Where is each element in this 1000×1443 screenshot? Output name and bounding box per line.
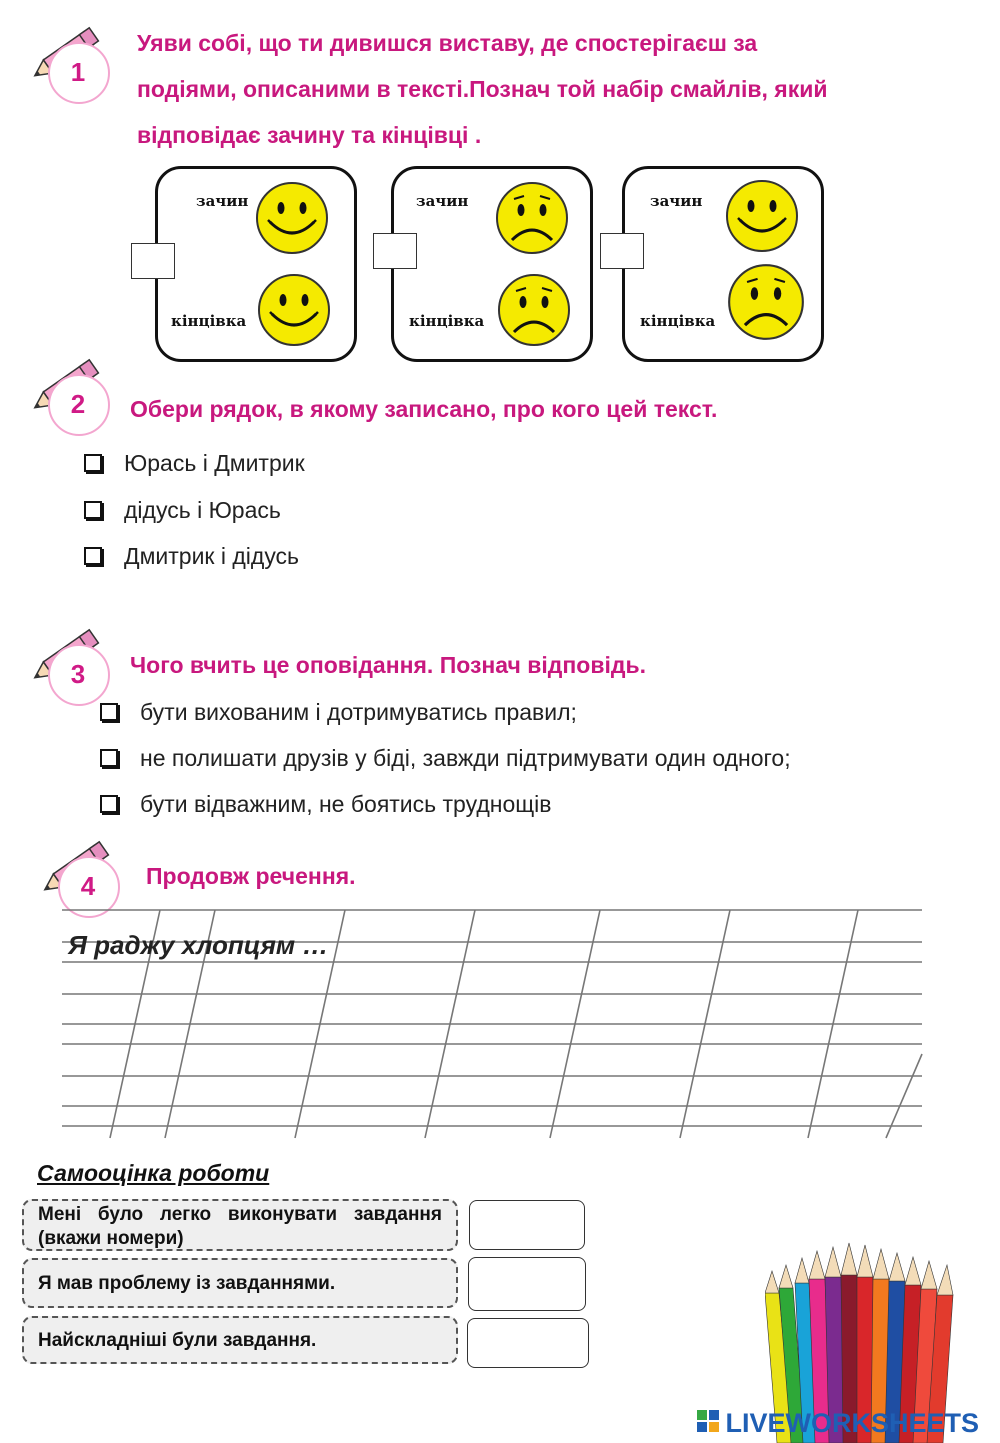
brand-logo-icon [697,1409,719,1432]
question-1-line-3: відповідає зачину та кінцівці . [137,122,482,148]
option-item[interactable]: Юрась і Дмитрик [84,448,305,478]
question-1-line-2: подіями, описаними в тексті.Познач той н… [137,76,828,102]
question-2-title: Обери рядок, в якому записано, про кого … [130,396,718,422]
sad-face-icon [496,182,568,254]
question-number: 1 [70,57,86,87]
answer-checkbox-3[interactable] [600,233,644,269]
checkbox-icon[interactable] [100,794,118,813]
start-label: зачин [416,192,469,210]
writing-lines[interactable] [60,904,930,1144]
checkbox-icon[interactable] [100,702,118,721]
self-assessment-input[interactable] [468,1257,586,1311]
happy-face-icon [256,182,328,254]
question-2-badge: 2 [26,358,110,436]
happy-face-icon [726,180,798,252]
start-label: зачин [650,192,703,210]
colored-pencils-image [765,1242,954,1443]
self-assessment-title: Самооцінка роботи [37,1160,270,1186]
end-label: кінцівка [640,312,716,330]
answer-checkbox-2[interactable] [373,233,417,269]
sad-face-icon [498,274,570,346]
end-label: кінцівка [171,312,247,330]
option-item[interactable]: бути відважним, не боятись труднощів [100,789,552,819]
option-item[interactable]: не полишати друзів у біді, завжди підтри… [100,743,791,773]
answer-checkbox-1[interactable] [131,243,175,279]
question-1-badge: 1 [26,26,110,104]
brand-logo-text: LIVEWORKSHEETS [725,1408,979,1438]
question-1-line-1: Уяви собі, що ти дивишся виставу, де спо… [137,30,758,56]
self-assessment-row: Найскладніші були завдання. [22,1316,458,1364]
question-number: 4 [80,871,96,901]
end-label: кінцівка [409,312,485,330]
option-item[interactable]: бути вихованим і дотримуватись правил; [100,697,577,727]
question-number: 3 [70,659,86,689]
question-number: 2 [70,389,86,419]
checkbox-icon[interactable] [84,453,102,472]
checkbox-icon[interactable] [84,546,102,565]
brand-logo: LIVEWORKSHEETS [697,1408,979,1438]
happy-face-icon [258,274,330,346]
question-4-title: Продовж речення. [146,863,356,889]
self-assessment-input[interactable] [469,1200,585,1250]
sad-face-icon [728,264,804,340]
option-item[interactable]: дідусь і Юрась [84,495,281,525]
checkbox-icon[interactable] [100,748,118,767]
sentence-prompt: Я раджу хлопцям … [68,930,329,960]
question-3-title: Чого вчить це оповідання. Познач відпові… [130,652,646,678]
self-assessment-row: Я мав проблему із завданнями. [22,1258,458,1308]
question-3-badge: 3 [26,628,110,706]
option-item[interactable]: Дмитрик і дідусь [84,541,299,571]
self-assessment-row: Мені було легко виконувати завдання (вка… [22,1199,458,1251]
checkbox-icon[interactable] [84,500,102,519]
question-4-badge: 4 [36,840,120,918]
self-assessment-input[interactable] [467,1318,589,1368]
start-label: зачин [196,192,249,210]
